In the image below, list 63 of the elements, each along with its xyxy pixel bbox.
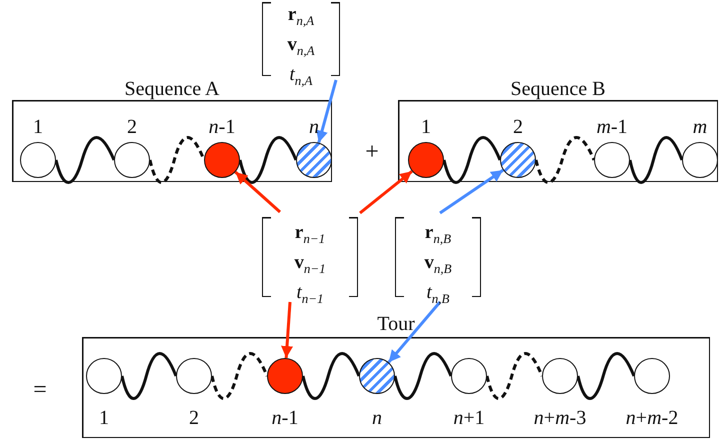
index-label: m-1 — [596, 116, 628, 138]
hatched-circle — [296, 142, 332, 178]
wavy-connector — [576, 352, 636, 400]
circle — [176, 358, 212, 394]
wavy-connector — [534, 136, 596, 184]
frame-title: Tour — [377, 312, 415, 334]
index-label: 2 — [127, 116, 137, 138]
index-label: n+1 — [453, 407, 485, 429]
wavy-connector — [238, 136, 298, 184]
index-label: 2 — [189, 407, 199, 429]
index-label: n+m-2 — [626, 407, 678, 429]
wavy-connector — [210, 352, 268, 400]
wavy-connector — [148, 136, 206, 184]
vector-entry: t$_{n,B}$ — [426, 280, 450, 308]
index-label: 1 — [421, 116, 431, 138]
arrow — [316, 80, 338, 144]
equals-sign: = — [33, 379, 47, 401]
arrow — [388, 301, 442, 364]
vector-entry: t$_{n,A}$ — [288, 62, 314, 90]
arrow — [281, 302, 293, 358]
hatched-circle — [500, 142, 536, 178]
sequence-frame — [398, 79, 718, 182]
index-label: 1 — [33, 116, 43, 138]
circle — [86, 358, 122, 394]
frame-title: Sequence A — [124, 78, 220, 100]
index-label: n-1 — [272, 407, 298, 429]
circle — [542, 358, 578, 394]
index-label: n — [309, 116, 319, 138]
vector-entry: r$_{n,A}$ — [286, 3, 316, 30]
frame-title: Sequence B — [510, 78, 606, 100]
wavy-connector — [302, 352, 360, 400]
plus-sign: + — [365, 141, 379, 163]
vector-entry: t$_{n−1}$ — [295, 280, 325, 308]
arrow — [234, 170, 281, 214]
arrow — [359, 170, 413, 214]
vector-entry: v$_{n,B}$ — [423, 250, 453, 278]
filled-circle — [267, 358, 303, 394]
index-label: m — [692, 116, 708, 138]
wavy-connector — [486, 352, 544, 400]
vector-entry: r$_{n−1}$ — [294, 221, 326, 248]
hatched-circle — [359, 358, 395, 394]
circle — [20, 142, 56, 178]
wavy-connector — [442, 136, 502, 184]
wavy-connector — [120, 352, 178, 400]
circle — [594, 142, 630, 178]
arrow — [439, 168, 504, 214]
vector-entry: v$_{n−1}$ — [293, 250, 327, 278]
circle — [634, 358, 670, 394]
vector-entry: v$_{n,A}$ — [286, 32, 316, 60]
filled-circle — [408, 142, 444, 178]
index-label: n+m-3 — [534, 407, 586, 429]
index-label: n-1 — [208, 116, 236, 138]
wavy-connector — [54, 136, 116, 184]
circle — [682, 142, 718, 178]
wavy-connector — [394, 352, 452, 400]
index-label: 2 — [513, 116, 523, 138]
vector-entry: r$_{n,B}$ — [424, 221, 452, 248]
index-label: 1 — [99, 407, 109, 429]
filled-circle — [204, 142, 240, 178]
circle — [451, 358, 487, 394]
wavy-connector — [628, 136, 684, 184]
circle — [114, 142, 150, 178]
index-label: n — [372, 407, 382, 429]
